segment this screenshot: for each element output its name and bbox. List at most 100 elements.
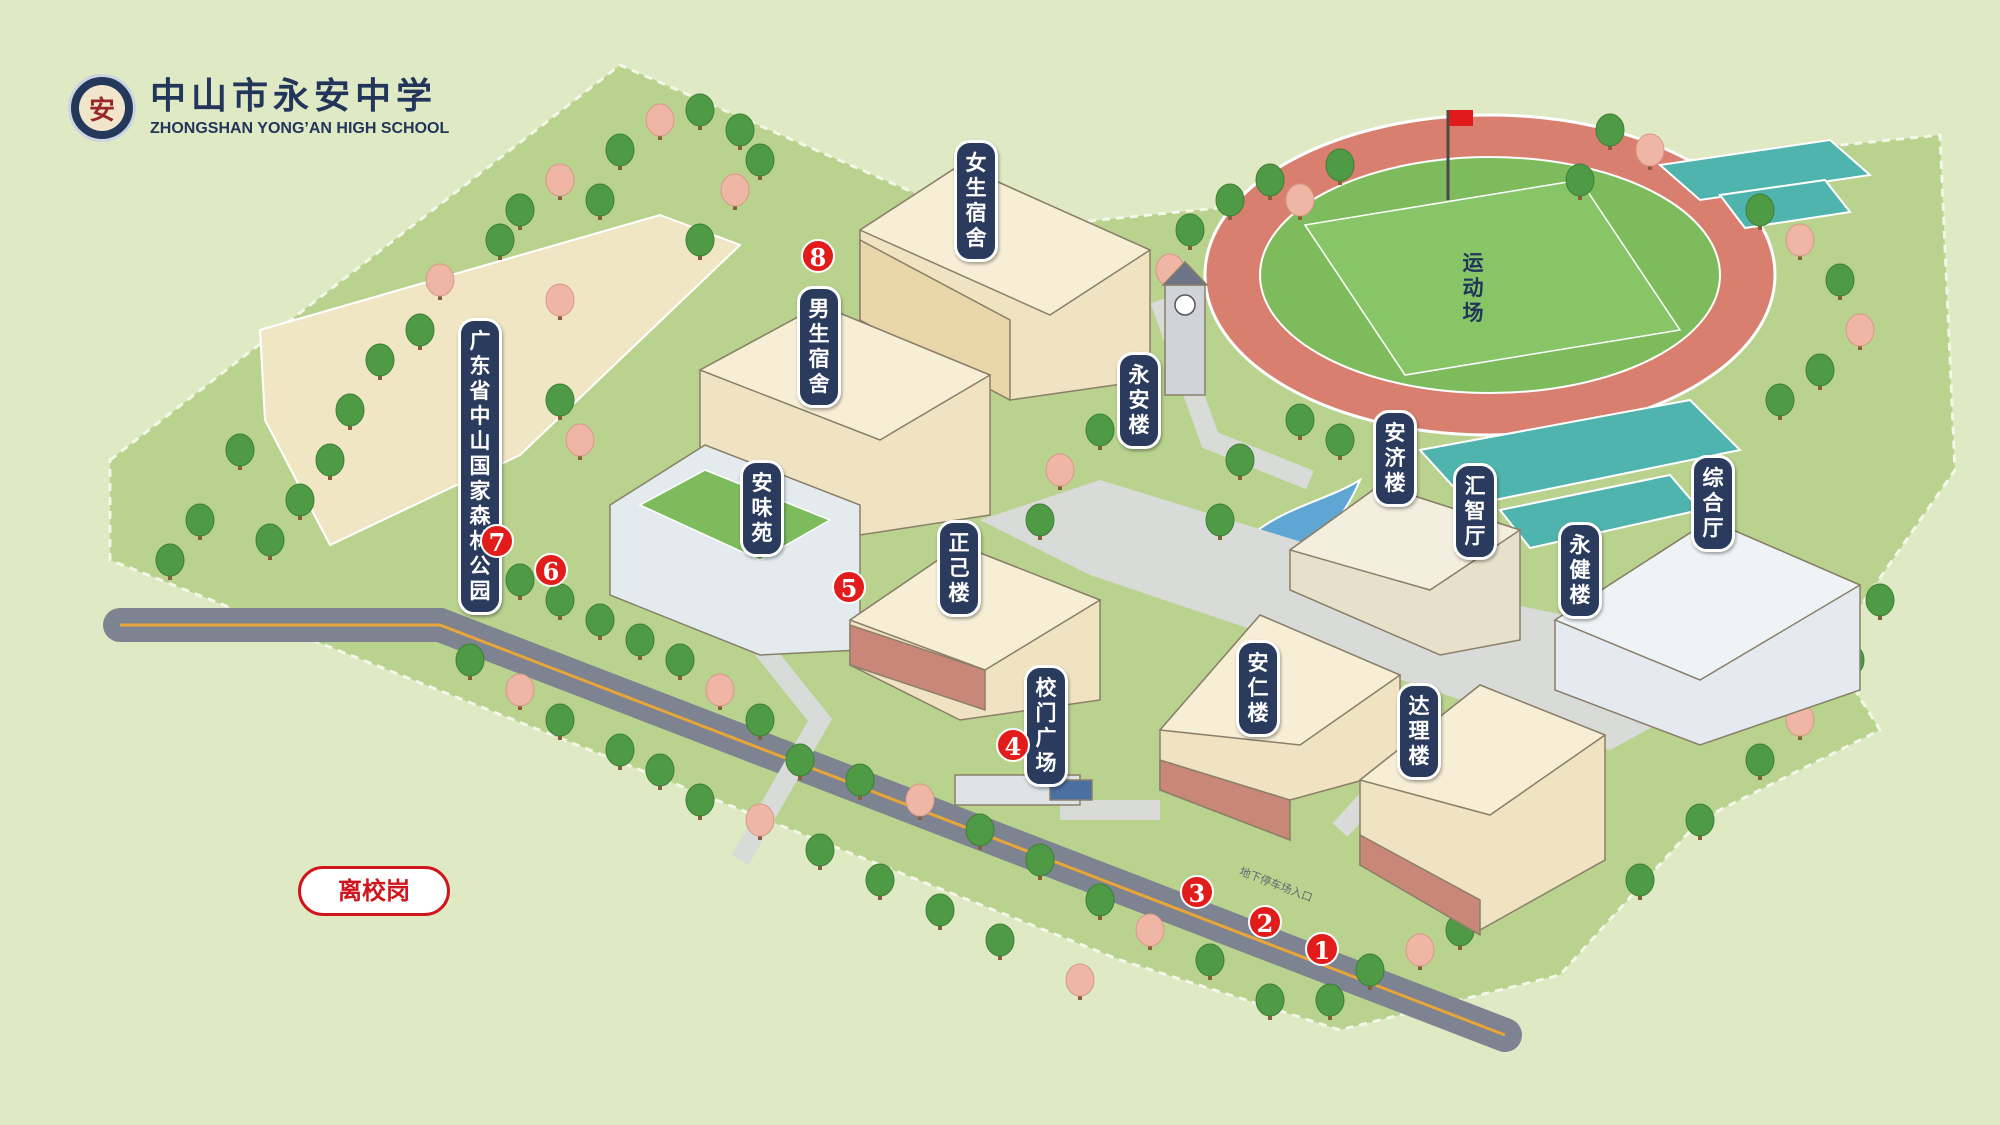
tree-icon	[845, 763, 875, 800]
marker-7[interactable]: 7	[480, 524, 514, 558]
tree-icon	[1845, 313, 1875, 350]
tree-icon	[1825, 263, 1855, 300]
tree-icon	[685, 93, 715, 130]
tree-icon	[785, 743, 815, 780]
tree-icon	[625, 623, 655, 660]
anren-lou-building	[1158, 614, 1402, 842]
label-forest-park[interactable]: 广 东 省 中 山 国 家 森 林 公 园	[458, 318, 502, 615]
tree-icon	[1325, 423, 1355, 460]
tree-icon	[485, 223, 515, 260]
marker-6[interactable]: 6	[534, 553, 568, 587]
tree-icon	[925, 893, 955, 930]
tree-icon	[1215, 183, 1245, 220]
building-label-text: 广 东 省 中 山 国 家 森 林 公 园	[469, 329, 491, 603]
label-yongan-lou[interactable]: 永 安 楼	[1117, 352, 1161, 449]
building-label-text: 安 味 苑	[751, 471, 773, 545]
tree-icon	[585, 183, 615, 220]
building-label-text: 女 生 宿 舍	[965, 151, 987, 250]
tree-icon	[605, 733, 635, 770]
tree-icon	[1135, 913, 1165, 950]
tree-icon	[665, 643, 695, 680]
tree-icon	[1405, 933, 1435, 970]
label-huizhi-ting[interactable]: 汇 智 厅	[1453, 463, 1497, 560]
label-anji-lou[interactable]: 安 济 楼	[1373, 410, 1417, 507]
label-yongjian-lou[interactable]: 永 健 楼	[1558, 522, 1602, 619]
tree-icon	[1315, 983, 1345, 1020]
tree-icon	[155, 543, 185, 580]
marker-5[interactable]: 5	[832, 570, 866, 604]
marker-4[interactable]: 4	[996, 728, 1030, 762]
tree-icon	[1285, 183, 1315, 220]
dali-lou-building	[1358, 684, 1607, 937]
tree-icon	[585, 603, 615, 640]
tree-icon	[645, 753, 675, 790]
label-girls-dorm[interactable]: 女 生 宿 舍	[954, 140, 998, 262]
tree-icon	[1325, 148, 1355, 185]
sports-field	[1203, 113, 1777, 437]
label-sports-field[interactable]: 运 动 场	[1454, 243, 1492, 334]
girls-dorm-building	[858, 164, 1152, 402]
trees	[155, 93, 1895, 1020]
tree-icon	[1195, 943, 1225, 980]
tree-icon	[425, 263, 455, 300]
tree-icon	[1785, 223, 1815, 260]
tree-icon	[1225, 443, 1255, 480]
tree-icon	[405, 313, 435, 350]
school-seal-icon: 安	[68, 74, 136, 142]
tree-icon	[1595, 113, 1625, 150]
school-gate	[954, 774, 1093, 806]
tree-icon	[505, 193, 535, 230]
tree-icon	[545, 383, 575, 420]
tree-icon	[1085, 883, 1115, 920]
tree-icon	[1065, 963, 1095, 1000]
marker-1[interactable]: 1	[1305, 932, 1339, 966]
tree-icon	[725, 113, 755, 150]
tree-icon	[745, 143, 775, 180]
tree-icon	[1865, 583, 1895, 620]
marker-3[interactable]: 3	[1180, 875, 1214, 909]
label-zhengji-lou[interactable]: 正 己 楼	[937, 520, 981, 617]
tree-icon	[285, 483, 315, 520]
tree-icon	[1025, 843, 1055, 880]
tree-icon	[1635, 133, 1665, 170]
tree-icon	[965, 813, 995, 850]
tree-icon	[805, 833, 835, 870]
tree-icon	[1045, 453, 1075, 490]
tree-icon	[905, 783, 935, 820]
label-zonghe-ting[interactable]: 综 合 厅	[1691, 455, 1735, 552]
label-anwei-yuan[interactable]: 安 味 苑	[740, 460, 784, 557]
tree-icon	[705, 673, 735, 710]
marker-8[interactable]: 8	[801, 239, 835, 273]
school-name-cn: 中山市永安中学	[150, 76, 438, 117]
label-boys-dorm[interactable]: 男 生 宿 舍	[797, 286, 841, 408]
marker-2[interactable]: 2	[1248, 905, 1282, 939]
tree-icon	[565, 423, 595, 460]
building-label-text: 达 理 楼	[1408, 694, 1430, 768]
tree-icon	[255, 523, 285, 560]
label-gate-plaza[interactable]: 校 门 广 场	[1024, 665, 1068, 787]
tree-icon	[645, 103, 675, 140]
tree-icon	[185, 503, 215, 540]
building-label-text: 安 济 楼	[1384, 421, 1406, 495]
label-anren-lou[interactable]: 安 仁 楼	[1236, 640, 1280, 737]
tree-icon	[685, 783, 715, 820]
building-label-text: 永 健 楼	[1569, 533, 1591, 607]
tree-icon	[985, 923, 1015, 960]
exit-post-badge[interactable]: 离校岗	[298, 866, 450, 916]
tree-icon	[685, 223, 715, 260]
main-road	[103, 608, 1522, 1052]
building-label-text: 校 门 广 场	[1035, 676, 1057, 775]
tree-icon	[335, 393, 365, 430]
label-dali-lou[interactable]: 达 理 楼	[1397, 683, 1441, 780]
tree-icon	[505, 673, 535, 710]
tree-icon	[865, 863, 895, 900]
school-name-en: ZHONGSHAN YONG’AN HIGH SCHOOL	[150, 120, 450, 137]
tree-icon	[1565, 163, 1595, 200]
tree-icon	[745, 703, 775, 740]
tree-icon	[1685, 803, 1715, 840]
tree-icon	[545, 163, 575, 200]
tree-icon	[1285, 403, 1315, 440]
tree-icon	[455, 643, 485, 680]
